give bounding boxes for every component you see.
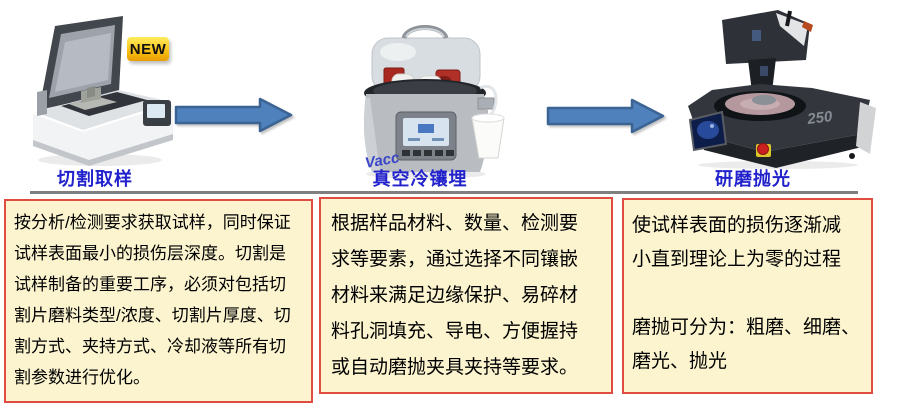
machine-base (33, 104, 173, 164)
vacuum-spout (477, 97, 495, 110)
machine-logo-text: Vacc (364, 149, 402, 172)
panel-button (402, 150, 410, 156)
brand-badge (760, 66, 768, 76)
precision-cutting-machine-image (33, 16, 173, 166)
panel-button (424, 150, 432, 156)
cutting-table (69, 97, 117, 110)
grinder-polisher-machine-image: 250 (688, 10, 876, 169)
flow-arrow-1 (174, 97, 293, 133)
panel-button (446, 150, 454, 156)
description-box-polishing: 使试样表面的损伤逐渐减 小直到理论上为零的过程 磨抛可分为：粗磨、细磨、 磨光、… (622, 198, 873, 394)
dome-handle (401, 25, 449, 40)
control-screen (147, 104, 165, 118)
separator-line (30, 191, 858, 194)
vacuum-cold-mounting-machine-image: Vacc (364, 25, 505, 179)
step-label-cutting: 切割取样 (57, 169, 133, 189)
step-label-polishing: 研磨抛光 (715, 169, 791, 189)
panel-button (435, 150, 443, 156)
description-box-mounting: 根据样品材料、数量、检测要 求等要素，通过选择不同镶嵌 材料来满足边缘保护、易碎… (319, 197, 613, 394)
vacuum-tube (479, 84, 498, 117)
machine-model-text: 250 (805, 108, 834, 128)
panel-button (413, 150, 421, 156)
brand-badge (752, 30, 761, 41)
sample-holder (752, 95, 776, 105)
flow-arrow-2 (546, 98, 665, 134)
side-panel (856, 102, 876, 154)
step-label-mounting: 真空冷镶埋 (372, 169, 468, 189)
description-box-cutting: 按分析/检测要求获取试样，同时保证 试样表面最小的损伤层深度。切割是 试样制备的… (4, 199, 313, 403)
emergency-stop-button (757, 143, 769, 155)
new-badge: NEW (127, 37, 169, 61)
